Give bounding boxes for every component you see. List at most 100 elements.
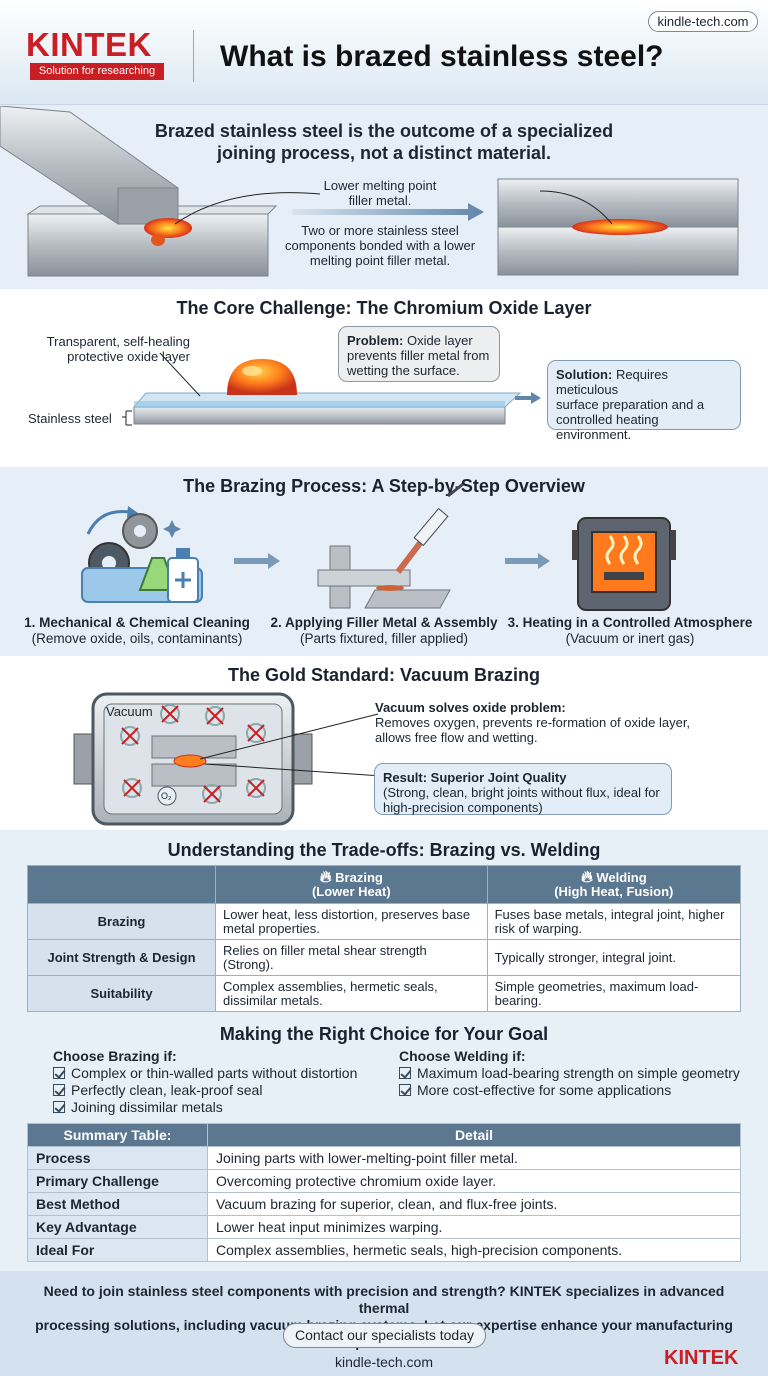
assembly-icon (317, 482, 464, 609)
checkbox-icon (53, 1101, 65, 1113)
checkbox-icon (399, 1084, 411, 1096)
header: KINTEK Solution for researching What is … (0, 0, 768, 105)
column-subtitle: (High Heat, Fusion) (554, 883, 674, 899)
solution-text: environment. (556, 427, 632, 442)
step-title: 1. Mechanical & Chemical Cleaning (24, 615, 250, 630)
summary-value: Joining parts with lower-melting-point f… (207, 1146, 741, 1170)
summary-key: Process (27, 1146, 208, 1170)
cleaning-icon (81, 506, 203, 603)
explanation-title: Vacuum solves oxide problem: (375, 700, 566, 715)
summary-value: Overcoming protective chromium oxide lay… (207, 1169, 741, 1193)
welding-choice-list: Choose Welding if: Maximum load-bearing … (399, 1048, 744, 1099)
footer: Need to join stainless steel components … (0, 1271, 768, 1376)
result-title: Result: Superior Joint Quality (383, 770, 567, 785)
oxide-layer-label: Transparent, self-healing protective oxi… (30, 334, 190, 364)
process-title: The Brazing Process: A Step-by-Step Over… (183, 476, 585, 496)
problem-text: wetting the surface. (347, 363, 460, 378)
summary-value: Complex assemblies, hermetic seals, high… (207, 1238, 741, 1262)
result-line: (Strong, clean, bright joints without fl… (383, 785, 660, 800)
table-row: Suitability Complex assemblies, hermetic… (27, 975, 742, 1012)
arrow-icon (505, 553, 550, 569)
detail-header: Detail (207, 1123, 741, 1147)
process-steps-illustration (81, 482, 676, 611)
explanation-line: Removes oxygen, prevents re-formation of… (375, 715, 691, 730)
summary-header: Summary Table: (27, 1123, 208, 1147)
table-header-row: 🔥︎ Brazing (Lower Heat) 🔥︎ Welding (High… (27, 865, 742, 904)
cell-brazing: Complex assemblies, hermetic seals, diss… (215, 975, 488, 1012)
list-item: Complex or thin-walled parts without dis… (53, 1065, 383, 1082)
challenge-section: The Core Challenge: The Chromium Oxide L… (0, 289, 768, 467)
choice-heading: Choose Brazing if: (53, 1048, 177, 1064)
footer-url[interactable]: kindle-tech.com (334, 1354, 434, 1370)
arrow-icon (292, 203, 484, 221)
list-item-text: Joining dissimilar metals (71, 1099, 223, 1115)
cell-welding: Simple geometries, maximum load-bearing. (486, 975, 742, 1012)
comparison-table: 🔥︎ Brazing (Lower Heat) 🔥︎ Welding (High… (27, 865, 742, 1012)
vacuum-label: Vacuum (106, 704, 153, 719)
table-header-empty (27, 865, 216, 904)
list-item: Perfectly clean, leak-proof seal (53, 1082, 383, 1099)
step-subtitle: (Parts fixtured, filler applied) (299, 631, 469, 646)
cell-brazing: Lower heat, less distortion, preserves b… (215, 903, 488, 940)
checkbox-icon (399, 1067, 411, 1079)
arrow-icon (515, 392, 541, 404)
molten-filler-drop (144, 218, 192, 238)
cta-line: Need to join stainless steel components … (43, 1283, 725, 1316)
column-welding: 🔥︎ Welding (High Heat, Fusion) (486, 865, 742, 904)
solution-text: Requires meticulous (556, 367, 668, 397)
header-divider (193, 30, 194, 82)
website-link[interactable]: kindle-tech.com (648, 11, 758, 32)
table-row: Brazing Lower heat, less distortion, pre… (27, 903, 742, 940)
table-row: Joint Strength & Design Relies on filler… (27, 939, 742, 976)
list-item: Maximum load-bearing strength on simple … (399, 1065, 744, 1082)
summary-key: Primary Challenge (27, 1169, 208, 1193)
step-title: 3. Heating in a Controlled Atmosphere (507, 615, 753, 630)
blocked-oxygen-icons (120, 704, 266, 804)
list-item-text: More cost-effective for some application… (417, 1082, 672, 1098)
intro-title: Brazed stainless steel is the outcome of… (100, 120, 668, 164)
oxygen-label: O₂ (161, 791, 172, 801)
result-line: high-precision components) (383, 800, 543, 815)
brazed-joint (572, 219, 668, 235)
list-item-text: Perfectly clean, leak-proof seal (71, 1082, 263, 1098)
vacuum-title: The Gold Standard: Vacuum Brazing (227, 665, 541, 685)
intro-section: Brazed stainless steel is the outcome of… (0, 106, 768, 288)
oxide-label-line: Transparent, self-healing (46, 334, 190, 349)
description-line: Two or more stainless steel (301, 223, 459, 238)
tradeoffs-section: Understanding the Trade-offs: Brazing vs… (0, 831, 768, 1271)
column-title: Brazing (335, 869, 383, 885)
list-item-text: Complex or thin-walled parts without dis… (71, 1065, 358, 1081)
arrow-icon (234, 553, 280, 569)
row-label: Suitability (27, 975, 216, 1012)
vacuum-chamber-illustration (73, 692, 383, 826)
checkbox-icon (53, 1067, 65, 1079)
problem-callout: Problem: Oxide layer prevents filler met… (338, 326, 500, 382)
tradeoffs-title: Understanding the Trade-offs: Brazing vs… (167, 840, 601, 860)
step-subtitle: (Remove oxide, oils, contaminants) (31, 631, 243, 646)
process-section: The Brazing Process: A Step-by-Step Over… (0, 468, 768, 655)
summary-value: Lower heat input minimizes warping. (207, 1215, 741, 1239)
choice-title: Making the Right Choice for Your Goal (219, 1024, 549, 1044)
column-subtitle: (Lower Heat) (311, 883, 391, 899)
contact-button[interactable]: Contact our specialists today (283, 1323, 486, 1348)
flame-icon: 🔥︎ (580, 868, 593, 886)
result-callout: Result: Superior Joint Quality (Strong, … (374, 763, 672, 815)
list-item: More cost-effective for some application… (399, 1082, 744, 1099)
table-header-row: Summary Table: Detail (27, 1123, 741, 1147)
summary-key: Best Method (27, 1192, 208, 1216)
cell-welding: Typically stronger, integral joint. (486, 939, 742, 976)
list-item: Joining dissimilar metals (53, 1099, 383, 1116)
filler-label-line: filler metal. (348, 193, 412, 208)
row-label: Brazing (27, 903, 216, 940)
explanation-line: allows free flow and wetting. (375, 730, 538, 745)
row-label: Joint Strength & Design (27, 939, 216, 976)
summary-key: Ideal For (27, 1238, 208, 1262)
vacuum-explanation: Vacuum solves oxide problem: Removes oxy… (375, 700, 735, 745)
page-title: What is brazed stainless steel? (220, 40, 664, 73)
step-heating: 3. Heating in a Controlled Atmosphere (V… (506, 615, 754, 647)
list-item-text: Maximum load-bearing strength on simple … (417, 1065, 740, 1081)
summary-value: Vacuum brazing for superior, clean, and … (207, 1192, 741, 1216)
